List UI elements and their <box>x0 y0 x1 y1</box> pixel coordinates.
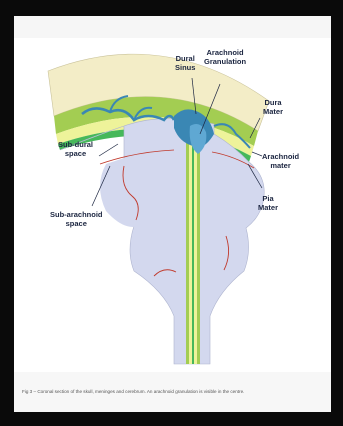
label-dura-mater: Dura Mater <box>263 98 283 116</box>
label-subdural-space: Sub-dural space <box>58 140 93 158</box>
fissure-centre <box>192 144 194 364</box>
label-arachnoid-granulation: Arachnoid Granulation <box>204 48 246 66</box>
figure-caption: Fig 3 – Coronal section of the skull, me… <box>22 389 322 395</box>
label-subarachnoid-space: Sub-arachnoid space <box>50 210 103 228</box>
label-arachnoid-mater: Arachnoid mater <box>262 152 299 170</box>
label-pia-mater: Pia Mater <box>258 194 278 212</box>
figure-frame: Dural Sinus Arachnoid Granulation Dura M… <box>14 16 331 412</box>
label-dural-sinus: Dural Sinus <box>175 54 195 72</box>
